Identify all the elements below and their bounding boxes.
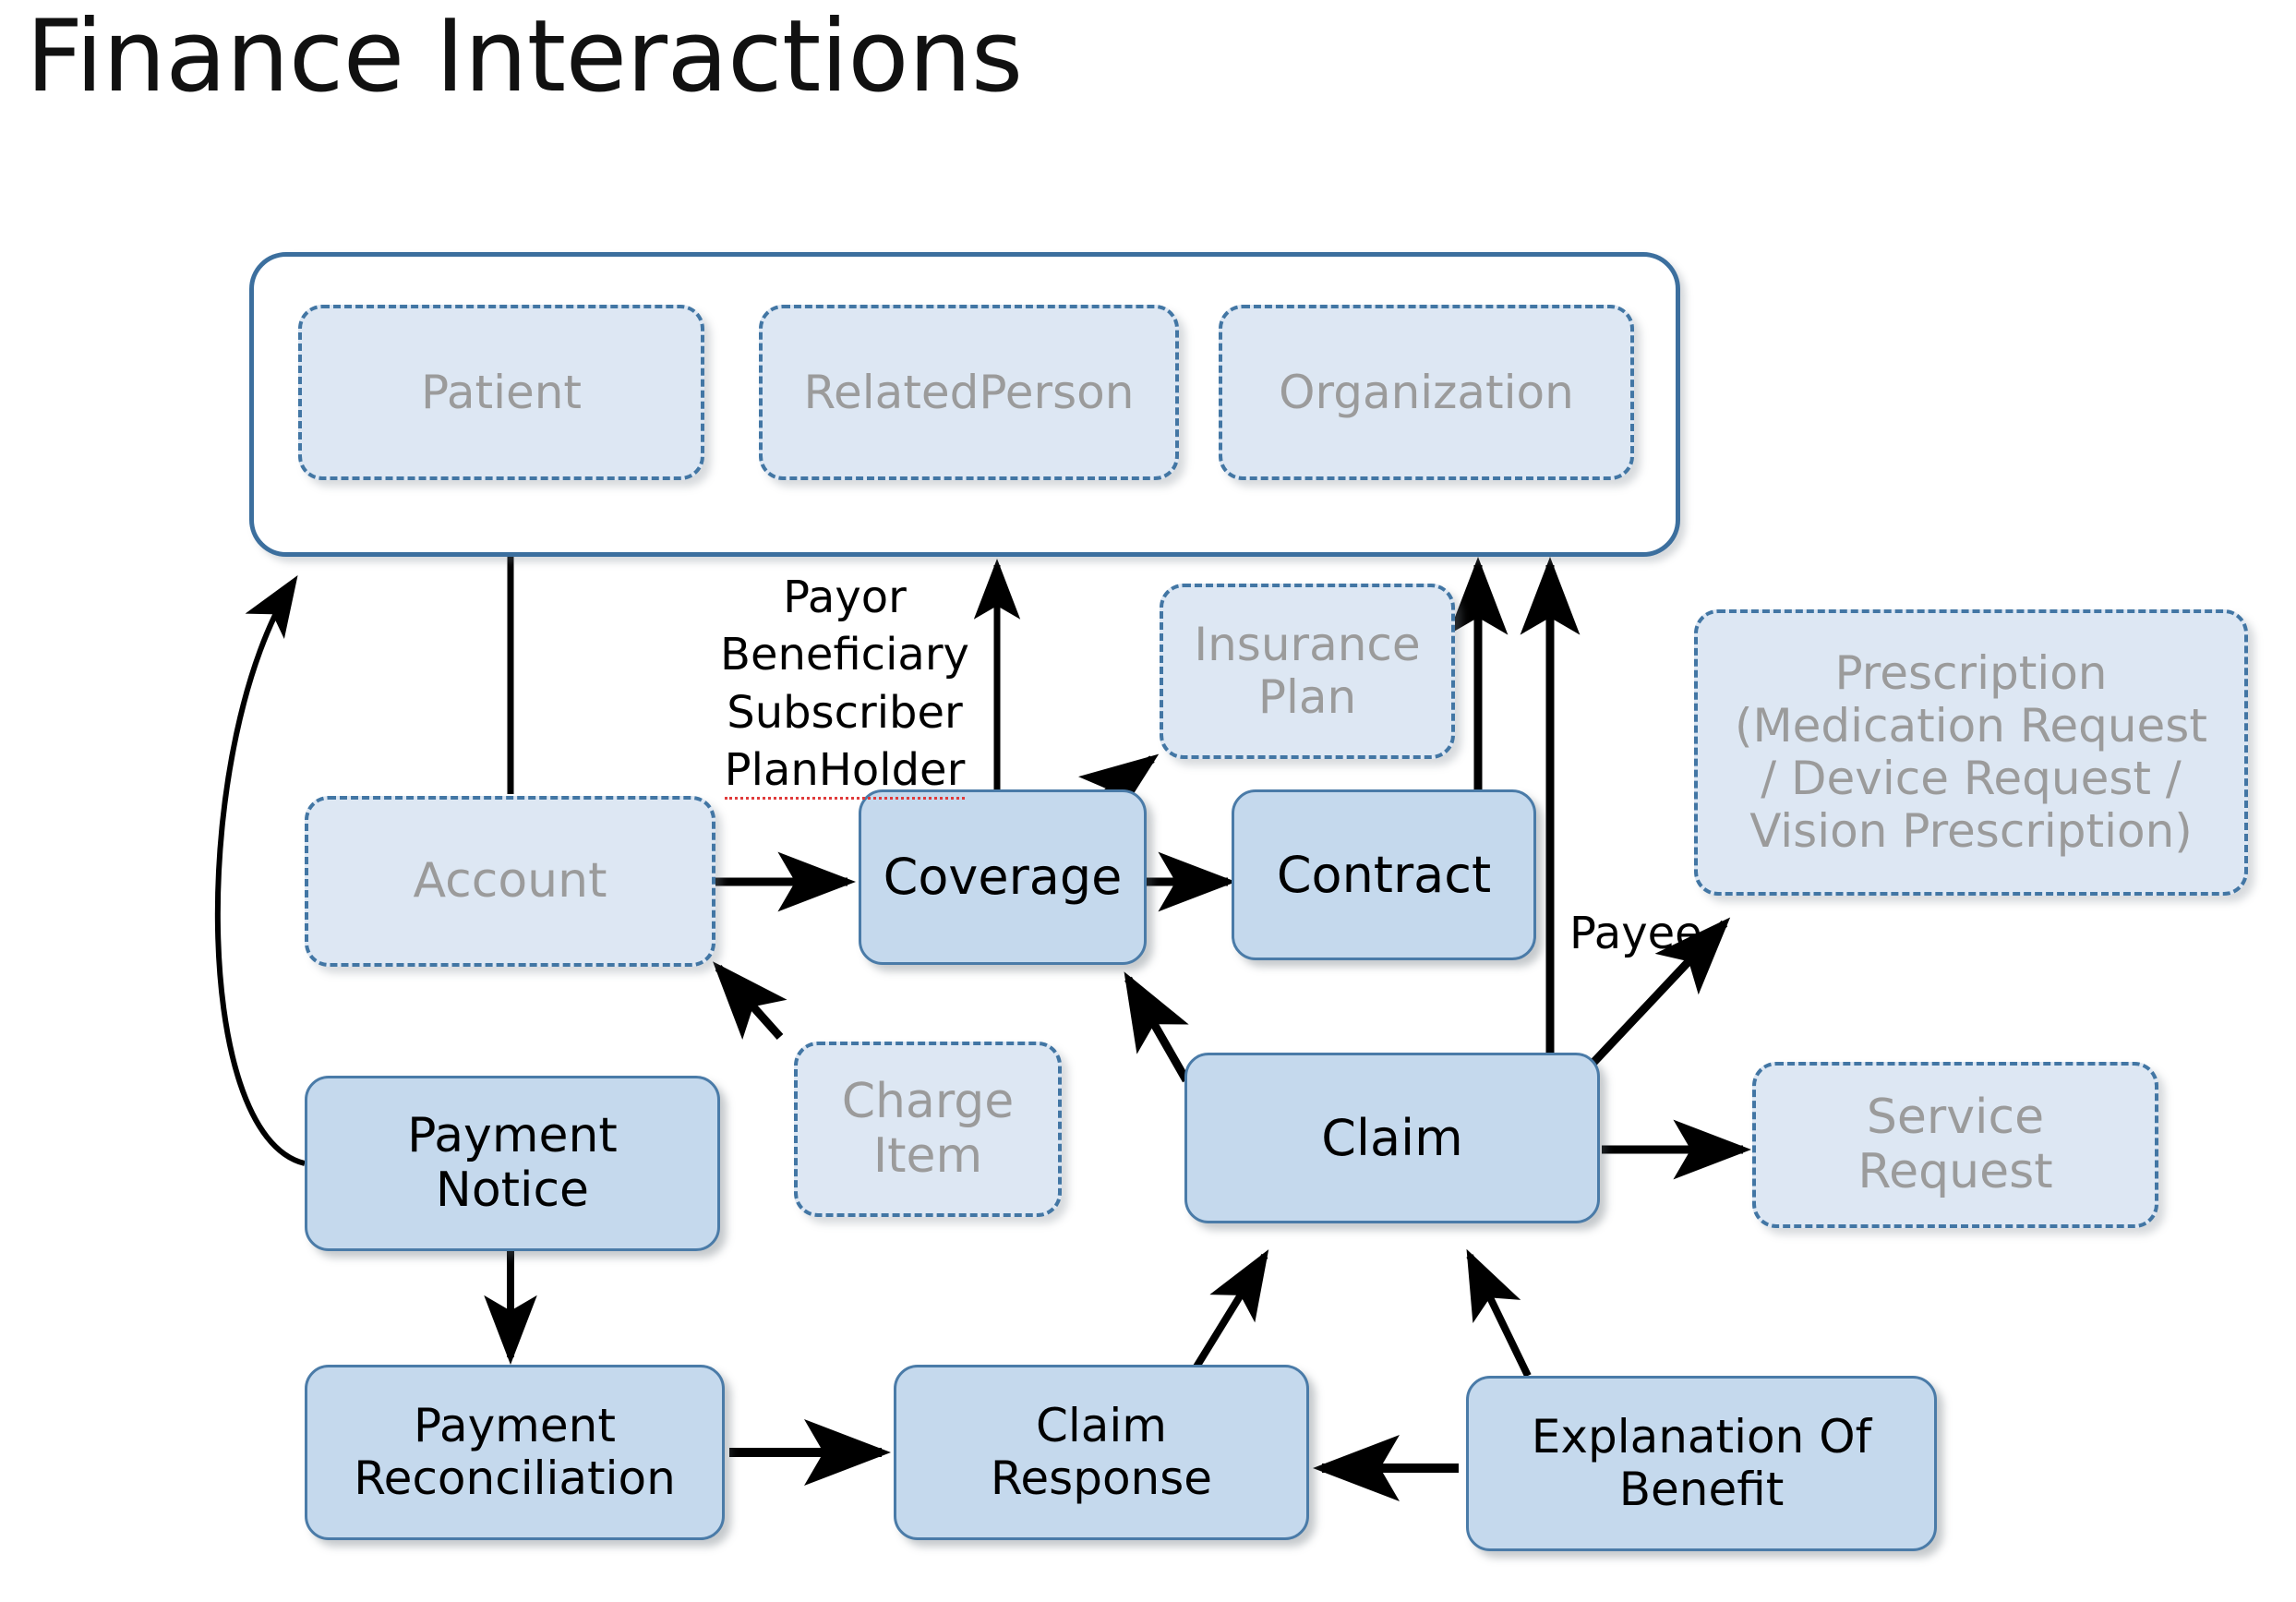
node-organization[interactable]: Organization: [1219, 305, 1634, 480]
node-patient[interactable]: Patient: [298, 305, 704, 480]
node-charge-item-label: Charge Item: [841, 1073, 1015, 1184]
node-payment-reconciliation-label: Payment Reconciliation: [354, 1399, 676, 1505]
edge-claim-response-to-claim: [1187, 1249, 1269, 1379]
page-title: Finance Interactions: [26, 0, 1023, 114]
node-service-request-label: Service Request: [1857, 1089, 2053, 1199]
node-insurance-plan-label: Insurance Plan: [1194, 618, 1421, 724]
edge-label-coverage-roles: Payor Beneficiary Subscriber PlanHolder: [720, 569, 969, 801]
node-coverage-label: Coverage: [883, 848, 1123, 907]
node-payment-reconciliation[interactable]: Payment Reconciliation: [305, 1365, 725, 1540]
node-payment-notice-label: Payment Notice: [407, 1107, 618, 1218]
node-payment-notice[interactable]: Payment Notice: [305, 1076, 720, 1251]
node-charge-item[interactable]: Charge Item: [794, 1042, 1062, 1217]
node-explanation-of-benefit[interactable]: Explanation Of Benefit: [1466, 1376, 1937, 1551]
node-account-label: Account: [413, 852, 607, 909]
node-contract-label: Contract: [1276, 845, 1492, 904]
node-relatedperson[interactable]: RelatedPerson: [759, 305, 1179, 480]
edge-label-subscriber: Subscriber: [727, 686, 963, 739]
node-coverage[interactable]: Coverage: [859, 789, 1147, 965]
edge-label-planholder: PlanHolder: [724, 744, 966, 801]
node-insurance-plan[interactable]: Insurance Plan: [1160, 584, 1455, 759]
node-claim-response-label: Claim Response: [990, 1399, 1213, 1505]
node-organization-label: Organization: [1279, 365, 1574, 419]
node-service-request[interactable]: Service Request: [1752, 1062, 2158, 1228]
edge-payment-notice-to-actor-group: [214, 574, 306, 1166]
node-prescription-label: Prescription (Medication Request / Devic…: [1735, 646, 2207, 858]
node-explanation-of-benefit-label: Explanation Of Benefit: [1531, 1410, 1872, 1516]
edge-label-beneficiary: Beneficiary: [720, 629, 969, 681]
node-patient-label: Patient: [420, 365, 583, 419]
node-prescription[interactable]: Prescription (Medication Request / Devic…: [1694, 609, 2248, 896]
edge-explanation-of-benefit-to-claim: [1466, 1248, 1532, 1378]
node-account[interactable]: Account: [305, 796, 715, 967]
node-claim-label: Claim: [1321, 1108, 1463, 1167]
edge-claim-to-coverage: [1124, 971, 1190, 1083]
node-relatedperson-label: RelatedPerson: [803, 365, 1135, 419]
node-contract[interactable]: Contract: [1232, 789, 1536, 960]
edge-label-payee: Payee: [1569, 908, 1702, 959]
edge-charge-item-to-account: [713, 961, 787, 1040]
node-claim[interactable]: Claim: [1184, 1053, 1600, 1223]
node-claim-response[interactable]: Claim Response: [894, 1365, 1309, 1540]
edge-label-payor: Payor: [783, 572, 907, 623]
